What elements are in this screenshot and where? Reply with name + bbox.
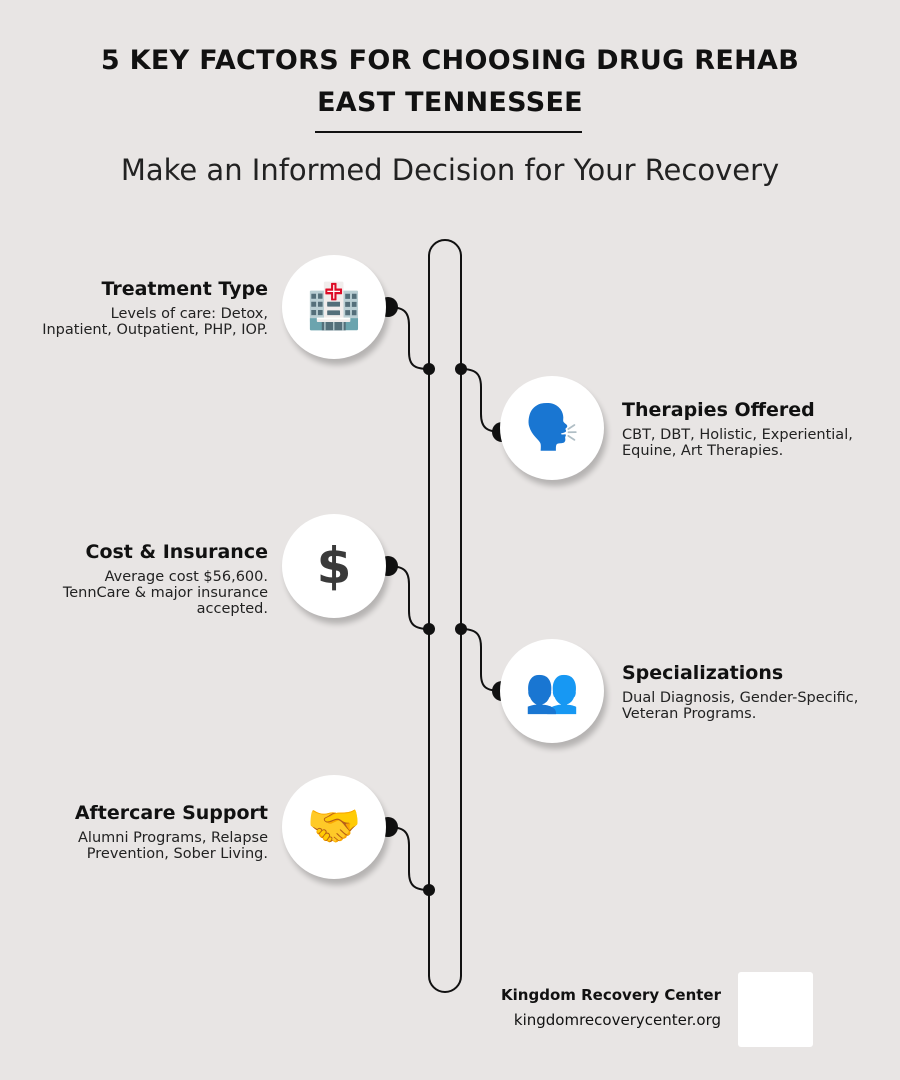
connector-aftercare-support — [387, 826, 430, 891]
factor-title: Treatment Type — [101, 278, 268, 300]
factor-specializations: Specializations Dual Diagnosis, Gender-S… — [622, 660, 862, 722]
factor-description: Levels of care: Detox, Inpatient, Outpat… — [42, 306, 268, 338]
page-title: 5 KEY FACTORS FOR CHOOSING DRUG REHAB EA… — [0, 40, 900, 124]
connector-treatment-type — [387, 306, 430, 370]
track-node — [455, 623, 467, 635]
track-node — [423, 363, 435, 375]
cost-insurance-badge: $ — [282, 514, 386, 618]
timeline-track — [428, 239, 462, 993]
factor-therapies-offered: Therapies Offered CBT, DBT, Holistic, Ex… — [622, 397, 862, 459]
factor-title: Cost & Insurance — [85, 541, 269, 563]
logo-placeholder — [738, 972, 813, 1047]
title-line-1: 5 KEY FACTORS FOR CHOOSING DRUG REHAB — [100, 45, 800, 76]
organization-name: Kingdom Recovery Center — [501, 986, 721, 1004]
factor-description: Average cost $56,600. TennCare & major i… — [62, 569, 268, 617]
title-line-2: EAST TENNESSEE — [317, 87, 583, 118]
factor-title: Specializations — [622, 662, 784, 684]
subtitle: Make an Informed Decision for Your Recov… — [120, 153, 780, 187]
factor-cost-insurance: Cost & Insurance Average cost $56,600. T… — [38, 539, 268, 617]
factor-description: Alumni Programs, Relapse Prevention, Sob… — [78, 830, 268, 862]
factor-treatment-type: Treatment Type Levels of care: Detox, In… — [38, 276, 268, 338]
connector-therapies-offered — [460, 368, 503, 433]
treatment-type-badge: 🏥 — [282, 255, 386, 359]
factor-title: Aftercare Support — [74, 802, 268, 824]
track-node — [423, 623, 435, 635]
factor-description: Dual Diagnosis, Gender-Specific, Veteran… — [622, 690, 859, 722]
aftercare-support-badge: 🤝 — [282, 775, 386, 879]
handshake-icon: 🤝 — [306, 802, 362, 851]
dollar-sign-icon: $ — [316, 537, 352, 595]
factor-title: Therapies Offered — [622, 399, 815, 421]
hospital-icon: 🏥 — [306, 282, 362, 331]
specializations-badge: 👥 — [500, 639, 604, 743]
track-node — [423, 884, 435, 896]
connector-cost-insurance — [387, 565, 430, 630]
speaking-head-icon: 🗣️ — [524, 403, 580, 452]
track-node — [455, 363, 467, 375]
therapies-offered-badge: 🗣️ — [500, 376, 604, 480]
website-link[interactable]: kingdomrecoverycenter.org — [513, 1011, 721, 1029]
factor-description: CBT, DBT, Holistic, Experiential, Equine… — [622, 427, 853, 459]
factor-aftercare-support: Aftercare Support Alumni Programs, Relap… — [38, 800, 268, 862]
title-underline — [315, 131, 582, 133]
connector-specializations — [460, 628, 503, 692]
people-icon: 👥 — [524, 666, 580, 715]
